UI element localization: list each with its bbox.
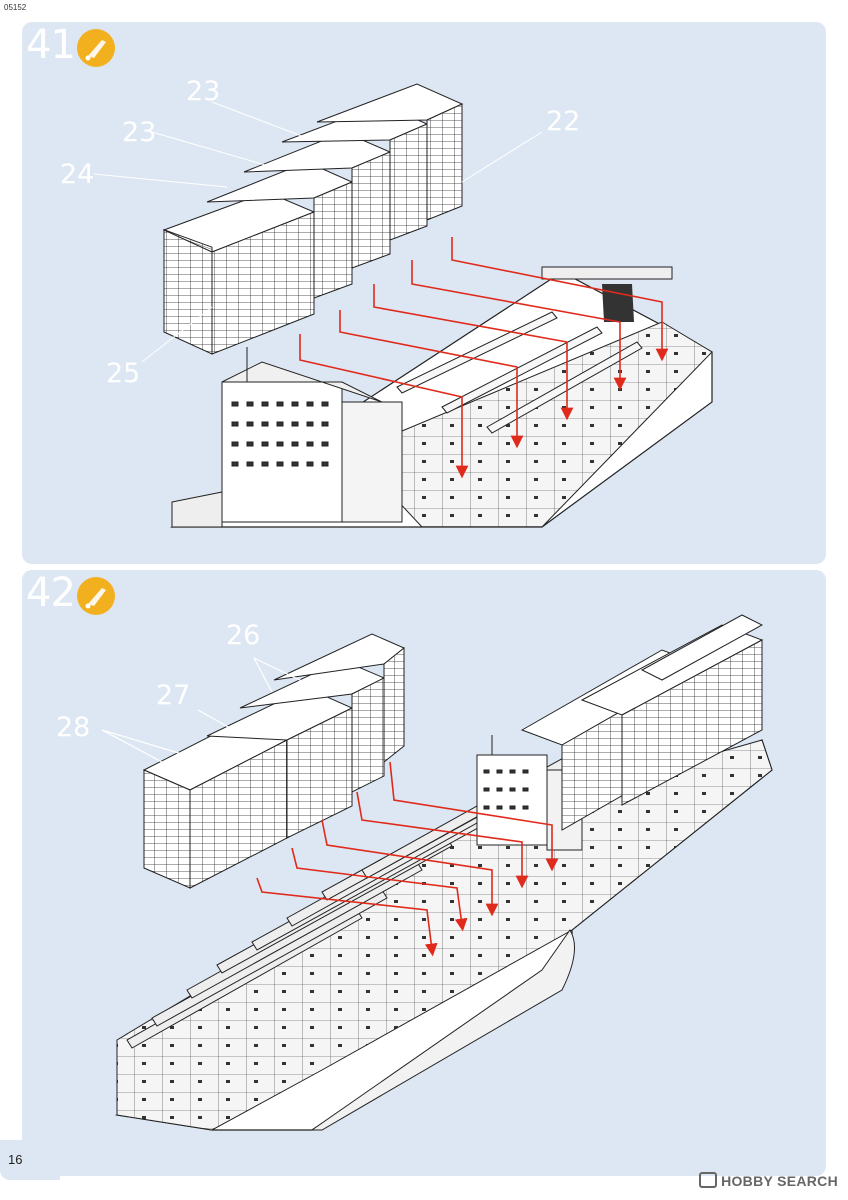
- page-number-box: 16: [0, 1140, 60, 1180]
- part-label-24: 24: [60, 159, 95, 190]
- container-block-23a: [243, 131, 392, 269]
- leader-lines: [101, 657, 305, 763]
- step-41-panel: 41: [22, 22, 826, 564]
- step-41-illustration: [93, 83, 713, 528]
- watermark: HOBBY SEARCH: [699, 1172, 838, 1189]
- part-label-26: 26: [226, 620, 261, 651]
- hobby-search-logo-icon: [699, 1172, 718, 1188]
- placement-arrows: [256, 761, 559, 957]
- part-label-27: 27: [156, 680, 191, 711]
- glue-icon: [77, 29, 115, 67]
- part-label-23: 23: [186, 76, 221, 107]
- container-block-26b: [273, 633, 405, 764]
- leader-lines: [93, 101, 543, 363]
- watermark-text: HOBBY SEARCH: [721, 1173, 838, 1189]
- step-42-illustration: [101, 614, 773, 1131]
- part-label-23: 23: [122, 117, 157, 148]
- step-42-panel: 42: [22, 570, 826, 1176]
- part-label-25: 25: [106, 358, 141, 389]
- aft-containers: [520, 614, 764, 831]
- document-code: 05152: [4, 3, 27, 12]
- glue-icon: [77, 577, 115, 615]
- container-block-24: [206, 161, 354, 299]
- container-block-22: [316, 83, 464, 221]
- bridge: [221, 347, 403, 523]
- step-number: 42: [26, 570, 76, 616]
- part-label-22: 22: [546, 106, 581, 137]
- placement-arrows: [299, 237, 669, 479]
- page-number: 16: [8, 1152, 23, 1167]
- part-label-28: 28: [56, 712, 91, 743]
- container-block-28: [142, 719, 289, 889]
- container-block-25: [162, 191, 316, 355]
- step-number: 41: [26, 22, 76, 68]
